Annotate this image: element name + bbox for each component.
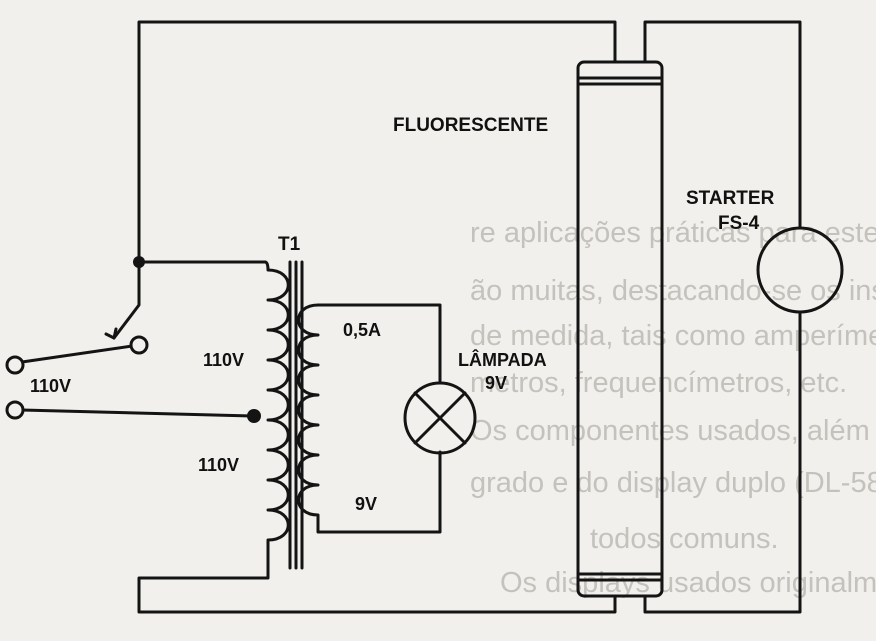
input-terminal-bottom xyxy=(5,400,25,420)
label-secondary-current: 0,5A xyxy=(343,320,382,340)
switch-arrowhead xyxy=(104,327,118,340)
wire-starter-loop xyxy=(643,20,802,230)
secondary-coil xyxy=(297,303,442,534)
bg-line-6: grado e do display duplo (DL-5823), são xyxy=(470,467,876,499)
wire-switch-right xyxy=(20,343,141,364)
junction-dot-top xyxy=(133,256,145,268)
label-fluorescente: FLUORESCENTE xyxy=(393,115,549,136)
wire-secondary-top xyxy=(338,303,442,385)
label-starter-model: FS-4 xyxy=(718,213,760,234)
bg-line-8: Os displays usados originalmente pelo xyxy=(500,567,876,599)
wire-top-loop xyxy=(137,20,617,264)
lamp-symbol xyxy=(403,381,477,455)
label-lamp-voltage: 9V xyxy=(485,373,508,393)
switch-arm xyxy=(112,260,141,340)
bg-line-1: re aplicações práticas para este circuit… xyxy=(470,217,876,249)
primary-coil xyxy=(263,260,290,562)
starter-symbol xyxy=(756,226,844,314)
switch-contact xyxy=(129,335,149,355)
bg-line-7: todos comuns. xyxy=(590,523,779,555)
input-terminal-top xyxy=(5,355,25,375)
bg-line-4: metros, frequencímetros, etc. xyxy=(470,367,847,399)
label-transformer: T1 xyxy=(278,234,301,255)
bg-line-2: ão muitas, destacando-se os instrumentos xyxy=(470,275,876,307)
bg-line-5: Os componentes usados, além do inte- xyxy=(470,415,876,447)
label-primary-bottom: 110V xyxy=(198,455,240,475)
wire-input-lower xyxy=(20,408,254,418)
junction-dot-center-tap xyxy=(247,409,261,423)
label-input-voltage: 110V xyxy=(30,376,72,396)
bg-line-3: de medida, tais como amperímetros, volti… xyxy=(470,320,876,352)
label-primary-top: 110V xyxy=(203,350,245,370)
wire-starter-return xyxy=(643,310,802,614)
label-lamp: LÂMPADA xyxy=(458,350,547,370)
label-starter: STARTER xyxy=(686,188,775,209)
lamp-cross-2 xyxy=(413,391,467,445)
fluorescent-tube xyxy=(576,60,664,598)
wire-bottom-loop xyxy=(137,558,617,614)
label-secondary-voltage: 9V xyxy=(355,494,378,514)
